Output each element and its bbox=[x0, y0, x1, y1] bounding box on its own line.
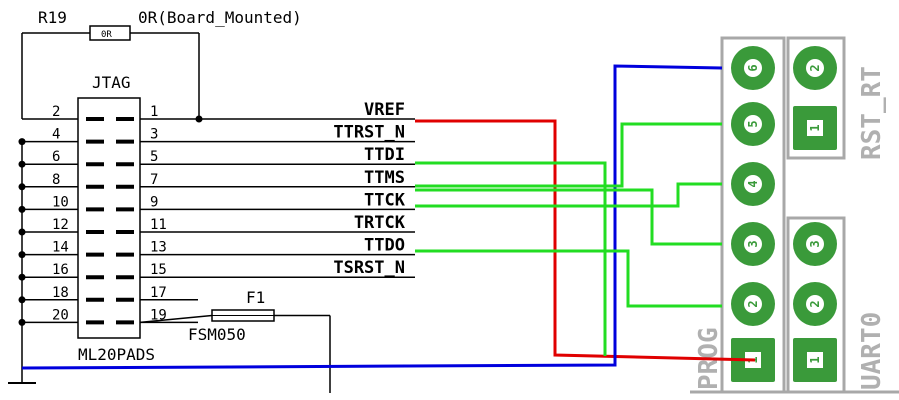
rst-label: RST_RT bbox=[857, 66, 887, 160]
pad-number: 5 bbox=[746, 120, 760, 127]
left-pin-number: 12 bbox=[52, 217, 69, 233]
pad-hole bbox=[806, 295, 824, 313]
signal-label: TTDO bbox=[364, 236, 405, 256]
pin19-to-fuse bbox=[139, 314, 213, 324]
right-pin-number: 7 bbox=[150, 172, 158, 188]
right-pin-number: 5 bbox=[150, 149, 158, 165]
rst-header-outline bbox=[786, 36, 846, 160]
left-pin-number: 2 bbox=[52, 104, 60, 120]
pad-number: 1 bbox=[808, 356, 822, 363]
left-pin-number: 10 bbox=[52, 194, 69, 210]
resistor-ref: R19 bbox=[38, 8, 67, 27]
pad-number: 2 bbox=[808, 300, 822, 307]
right-pin-number: 11 bbox=[150, 217, 167, 233]
resistor-body-label: 0R bbox=[101, 30, 112, 40]
pad-hole bbox=[744, 235, 762, 253]
pad-hole bbox=[807, 352, 823, 368]
left-pin-number: 20 bbox=[52, 307, 69, 323]
wire-green-ttms bbox=[415, 122, 722, 188]
left-pin-number: 8 bbox=[52, 172, 60, 188]
fuse-value: FSM050 bbox=[188, 325, 246, 344]
wire-green-ttms-2 bbox=[415, 188, 722, 246]
wire-green-ttdo bbox=[415, 249, 722, 308]
right-pin-number: 3 bbox=[150, 127, 158, 143]
wire-red-ttrst bbox=[415, 119, 756, 362]
pad-hole bbox=[806, 59, 824, 77]
pad-number: 3 bbox=[808, 240, 822, 247]
right-pin-number: 15 bbox=[150, 262, 167, 278]
signal-label: TTMS bbox=[364, 168, 405, 188]
signal-label: TRTCK bbox=[354, 213, 406, 233]
pad-hole bbox=[744, 295, 762, 313]
pad-number: 6 bbox=[746, 64, 760, 71]
pad-number: 1 bbox=[808, 124, 822, 131]
connector-footer: ML20PADS bbox=[78, 345, 155, 364]
pad-hole bbox=[744, 175, 762, 193]
wire-blue-ground bbox=[21, 64, 723, 370]
signal-label: TTDI bbox=[364, 145, 405, 165]
uart-label: UART0 bbox=[857, 312, 887, 390]
left-pin-number: 4 bbox=[52, 127, 60, 143]
ground-junction bbox=[18, 138, 26, 146]
wire-green-ttck bbox=[415, 182, 722, 208]
right-pin-number: 9 bbox=[150, 194, 158, 210]
fuse-ref: F1 bbox=[246, 288, 265, 307]
signal-label: VREF bbox=[364, 100, 405, 120]
resistor-value: 0R(Board_Mounted) bbox=[138, 8, 302, 27]
pad-hole bbox=[744, 59, 762, 77]
signal-label: TTRST_N bbox=[333, 123, 405, 143]
pad-hole bbox=[806, 235, 824, 253]
right-pin-number: 17 bbox=[150, 285, 167, 301]
pad-hole bbox=[807, 120, 823, 136]
wire-green-ttdi bbox=[415, 161, 607, 356]
left-pin-number: 14 bbox=[52, 240, 69, 256]
pad-number: 2 bbox=[746, 300, 760, 307]
pad-number: 4 bbox=[746, 180, 760, 187]
right-pin-number: 1 bbox=[150, 104, 158, 120]
pad-number: 2 bbox=[808, 64, 822, 71]
pad-number: 3 bbox=[746, 240, 760, 247]
connector-body bbox=[77, 97, 141, 339]
left-pin-number: 6 bbox=[52, 149, 60, 165]
signal-label: TTCK bbox=[364, 190, 406, 210]
left-pin-number: 16 bbox=[52, 262, 69, 278]
signal-label: TSRST_N bbox=[333, 258, 405, 278]
left-pin-number: 18 bbox=[52, 285, 69, 301]
right-pin-number: 19 bbox=[150, 307, 167, 323]
connector-title: JTAG bbox=[92, 73, 131, 92]
right-pin-number: 13 bbox=[150, 240, 167, 256]
pad-hole bbox=[744, 115, 762, 133]
